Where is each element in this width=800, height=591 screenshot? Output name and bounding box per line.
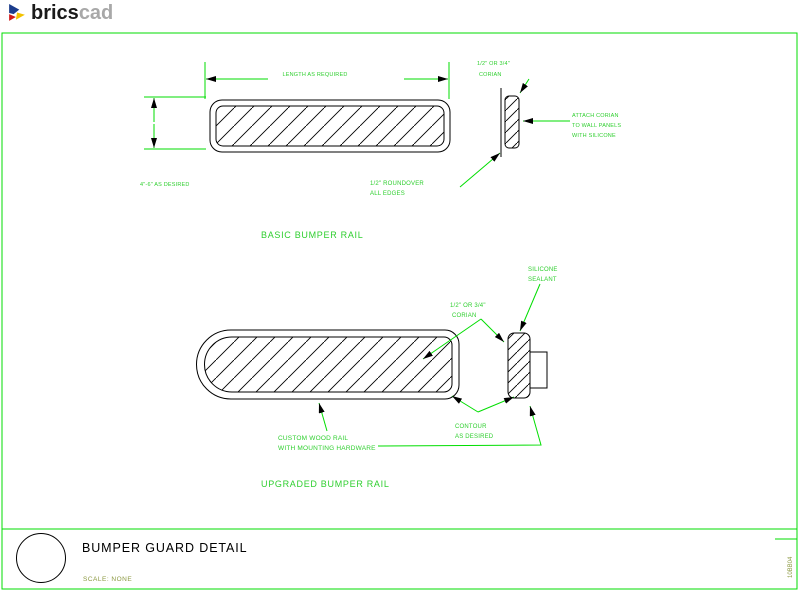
dim-height-text: 4"-6" AS DESIRED (140, 182, 190, 188)
brand-text: bricscad (31, 3, 113, 23)
basic-rail-detail: LENGTH AS REQUIRED 4"-6" AS DESIRED 1/2"… (140, 61, 621, 240)
logo-red-shape (9, 14, 16, 21)
note-attach-line3: WITH SILICONE (572, 133, 616, 139)
note-sealant-line2: SEALANT (528, 277, 557, 283)
drawing-title: BUMPER GUARD DETAIL (82, 541, 248, 555)
bricscad-logo: bricscad (8, 3, 113, 23)
leader-corian2-right (480, 318, 505, 343)
logo-blue-shape (9, 4, 20, 15)
leader-contour-left (451, 395, 479, 413)
brand-text-secondary: cad (78, 2, 114, 24)
upgraded-rail-hatch (204, 336, 453, 393)
basic-rail-outline (209, 99, 451, 153)
sheet-border (1, 32, 798, 590)
note-attach-line2: TO WALL PANELS (572, 123, 621, 129)
note-woodrail-line2: WITH MOUNTING HARDWARE (278, 445, 376, 452)
logo-yellow-shape (15, 12, 25, 20)
note-contour-line2: AS DESIRED (455, 434, 494, 440)
note-contour-line1: CONTOUR (455, 424, 487, 430)
basic-section-bar (504, 95, 520, 149)
dim-length-text: LENGTH AS REQUIRED (282, 72, 347, 78)
leader-woodrail-left (318, 402, 328, 432)
leader-corian2-left (422, 318, 482, 360)
note-corian-line1: 1/2" OR 3/4" (477, 61, 510, 67)
bricscad-logo-icon (9, 4, 25, 21)
leader-roundover (459, 152, 501, 188)
title-block: BUMPER GUARD DETAIL SCALE: NONE 10BB04 (16, 533, 794, 583)
note-attach-line1: ATTACH CORIAN (572, 113, 619, 119)
leader-sealant (519, 283, 541, 332)
note-corian2-line2: CORIAN (452, 313, 477, 319)
brand-text-primary: brics (31, 2, 79, 24)
note-roundover-line2: ALL EDGES (370, 191, 405, 197)
basic-rail-label: BASIC BUMPER RAIL (261, 230, 363, 240)
upgraded-rail-detail: SILICONE SEALANT 1/2" OR 3/4" CORIAN CON… (196, 267, 558, 489)
titleblock-logo-circle (16, 533, 66, 583)
note-corian-line2: CORIAN (479, 72, 502, 78)
note-roundover-line1: 1/2" ROUNDOVER (370, 181, 424, 187)
note-sealant-line1: SILICONE (528, 267, 558, 273)
upgraded-rail-outline (196, 329, 460, 400)
mounting-rail-block (529, 351, 548, 389)
note-woodrail-line1: CUSTOM WOOD RAIL (278, 435, 348, 442)
basic-rail-hatch (215, 105, 445, 147)
sheet-code: 10BB04 (788, 556, 794, 578)
scale-label: SCALE: NONE (83, 576, 132, 583)
upgraded-rail-label: UPGRADED BUMPER RAIL (261, 479, 390, 489)
leader-contour-right (477, 396, 515, 413)
leader-corian (519, 78, 530, 94)
note-corian2-line1: 1/2" OR 3/4" (450, 303, 486, 309)
upgraded-section-bar (507, 332, 531, 399)
leader-woodrail-right (377, 405, 542, 447)
